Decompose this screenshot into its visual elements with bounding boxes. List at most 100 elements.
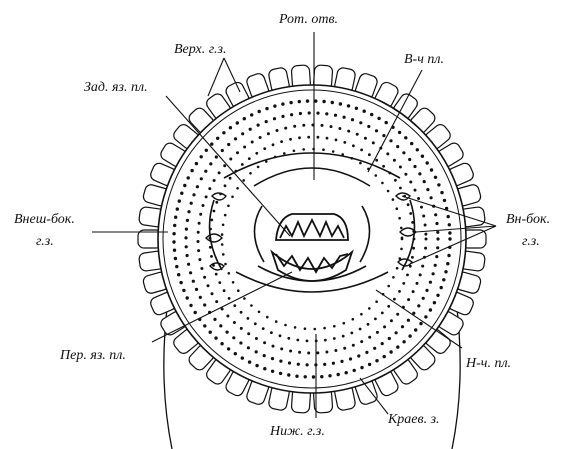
horny-tooth-dot xyxy=(314,328,317,331)
horny-tooth-dot xyxy=(339,102,342,105)
horny-tooth-dot xyxy=(236,151,239,154)
horny-tooth-dot xyxy=(376,331,379,334)
horny-tooth-dot xyxy=(187,263,190,266)
horny-tooth-dot xyxy=(248,360,251,363)
horny-tooth-dot xyxy=(297,363,300,366)
horny-tooth-dot xyxy=(263,147,266,150)
horny-tooth-dot xyxy=(265,107,268,110)
horny-tooth-dot xyxy=(195,288,198,291)
horny-tooth-dot xyxy=(258,311,261,314)
horny-tooth-dot xyxy=(187,210,190,213)
horny-tooth-dot xyxy=(241,132,244,135)
horny-tooth-dot xyxy=(434,264,437,267)
horny-tooth-dot xyxy=(398,131,401,134)
horny-tooth-dot xyxy=(185,245,188,248)
horny-tooth-dot xyxy=(203,276,206,279)
horny-tooth-dot xyxy=(228,297,231,300)
horny-tooth-dot xyxy=(234,137,237,140)
horny-tooth-dot xyxy=(426,188,429,191)
horny-tooth-dot xyxy=(197,240,200,243)
horny-tooth-dot xyxy=(265,120,268,123)
horny-tooth-dot xyxy=(414,189,417,192)
horny-tooth-dot xyxy=(209,331,212,334)
horny-tooth-dot xyxy=(213,179,216,182)
horny-tooth-dot xyxy=(308,111,311,114)
horny-tooth-dot xyxy=(186,254,189,257)
horny-tooth-dot xyxy=(392,198,395,201)
horny-tooth-dot xyxy=(407,298,410,301)
horny-tooth-dot xyxy=(227,347,230,350)
horny-tooth-dot xyxy=(399,187,402,190)
horny-tooth-dot xyxy=(312,375,315,378)
horny-tooth-dot xyxy=(322,100,325,103)
horny-tooth-dot xyxy=(399,166,402,169)
horny-tooth-dot xyxy=(426,161,429,164)
horny-tooth-dot xyxy=(247,317,250,320)
horny-tooth-dot xyxy=(436,231,439,234)
horny-tooth-dot xyxy=(393,298,396,301)
horny-tooth-dot xyxy=(434,213,437,216)
horny-tooth-dot xyxy=(195,162,198,165)
horny-tooth-dot xyxy=(435,255,438,258)
horny-tooth-dot xyxy=(270,331,273,334)
horny-tooth-dot xyxy=(340,360,343,363)
horny-tooth-dot xyxy=(414,328,417,331)
horny-tooth-dot xyxy=(424,233,427,236)
horny-tooth-dot xyxy=(174,216,177,219)
horny-tooth-dot xyxy=(179,281,182,284)
horny-tooth-dot xyxy=(359,162,362,165)
horny-tooth-dot xyxy=(422,215,425,218)
horny-tooth-dot xyxy=(402,151,405,154)
horny-tooth-dot xyxy=(249,172,252,175)
horny-tooth-dot xyxy=(375,174,378,177)
horny-tooth-dot xyxy=(394,179,397,182)
horny-tooth-dot xyxy=(410,142,413,145)
horny-tooth-dot xyxy=(314,99,317,102)
horny-tooth-dot xyxy=(280,140,283,143)
horny-tooth-dot xyxy=(355,107,358,110)
horny-tooth-dot xyxy=(448,223,451,226)
label-outer-lateral-teeth-1: Внеш-бок. xyxy=(14,212,75,228)
label-upper-teeth: Верх. г.з. xyxy=(174,42,226,58)
horny-tooth-dot xyxy=(189,304,192,307)
horny-tooth-dot xyxy=(440,286,443,289)
horny-tooth-dot xyxy=(263,341,266,344)
horny-tooth-dot xyxy=(343,322,346,325)
horny-tooth-dot xyxy=(197,249,200,252)
horny-tooth-dot xyxy=(402,282,405,285)
horny-tooth-dot xyxy=(184,236,187,239)
horny-tooth-dot xyxy=(307,352,310,355)
horny-tooth-dot xyxy=(334,114,337,117)
horny-tooth-dot xyxy=(398,217,401,220)
horny-tooth-dot xyxy=(407,203,410,206)
horny-tooth-dot xyxy=(411,256,414,259)
horny-tooth-dot xyxy=(440,191,443,194)
horny-tooth-dot xyxy=(190,202,193,205)
horny-tooth-dot xyxy=(271,370,274,373)
horny-tooth-dot xyxy=(272,143,275,146)
horny-tooth-dot xyxy=(221,243,224,246)
horny-tooth-dot xyxy=(324,339,327,342)
horny-tooth-dot xyxy=(343,347,346,350)
horny-tooth-dot xyxy=(320,375,323,378)
horny-tooth-dot xyxy=(215,201,218,204)
horny-tooth-dot xyxy=(240,327,243,330)
horny-tooth-dot xyxy=(281,102,284,105)
horny-tooth-dot xyxy=(177,273,180,276)
horny-tooth-dot xyxy=(175,265,178,268)
horny-tooth-dot xyxy=(240,311,243,314)
horny-tooth-dot xyxy=(258,110,261,113)
horny-tooth-dot xyxy=(284,127,287,130)
horny-tooth-dot xyxy=(444,270,447,273)
horny-tooth-dot xyxy=(173,249,176,252)
horny-tooth-dot xyxy=(421,265,424,268)
horny-tooth-dot xyxy=(360,366,363,369)
horny-tooth-dot xyxy=(424,224,427,227)
horny-tooth-dot xyxy=(416,282,419,285)
horny-tooth-dot xyxy=(266,316,269,319)
horny-tooth-dot xyxy=(287,373,290,376)
horny-tooth-dot xyxy=(180,192,183,195)
horny-tooth-dot xyxy=(176,207,179,210)
horny-tooth-dot xyxy=(435,222,438,225)
horny-tooth-dot xyxy=(241,356,244,359)
